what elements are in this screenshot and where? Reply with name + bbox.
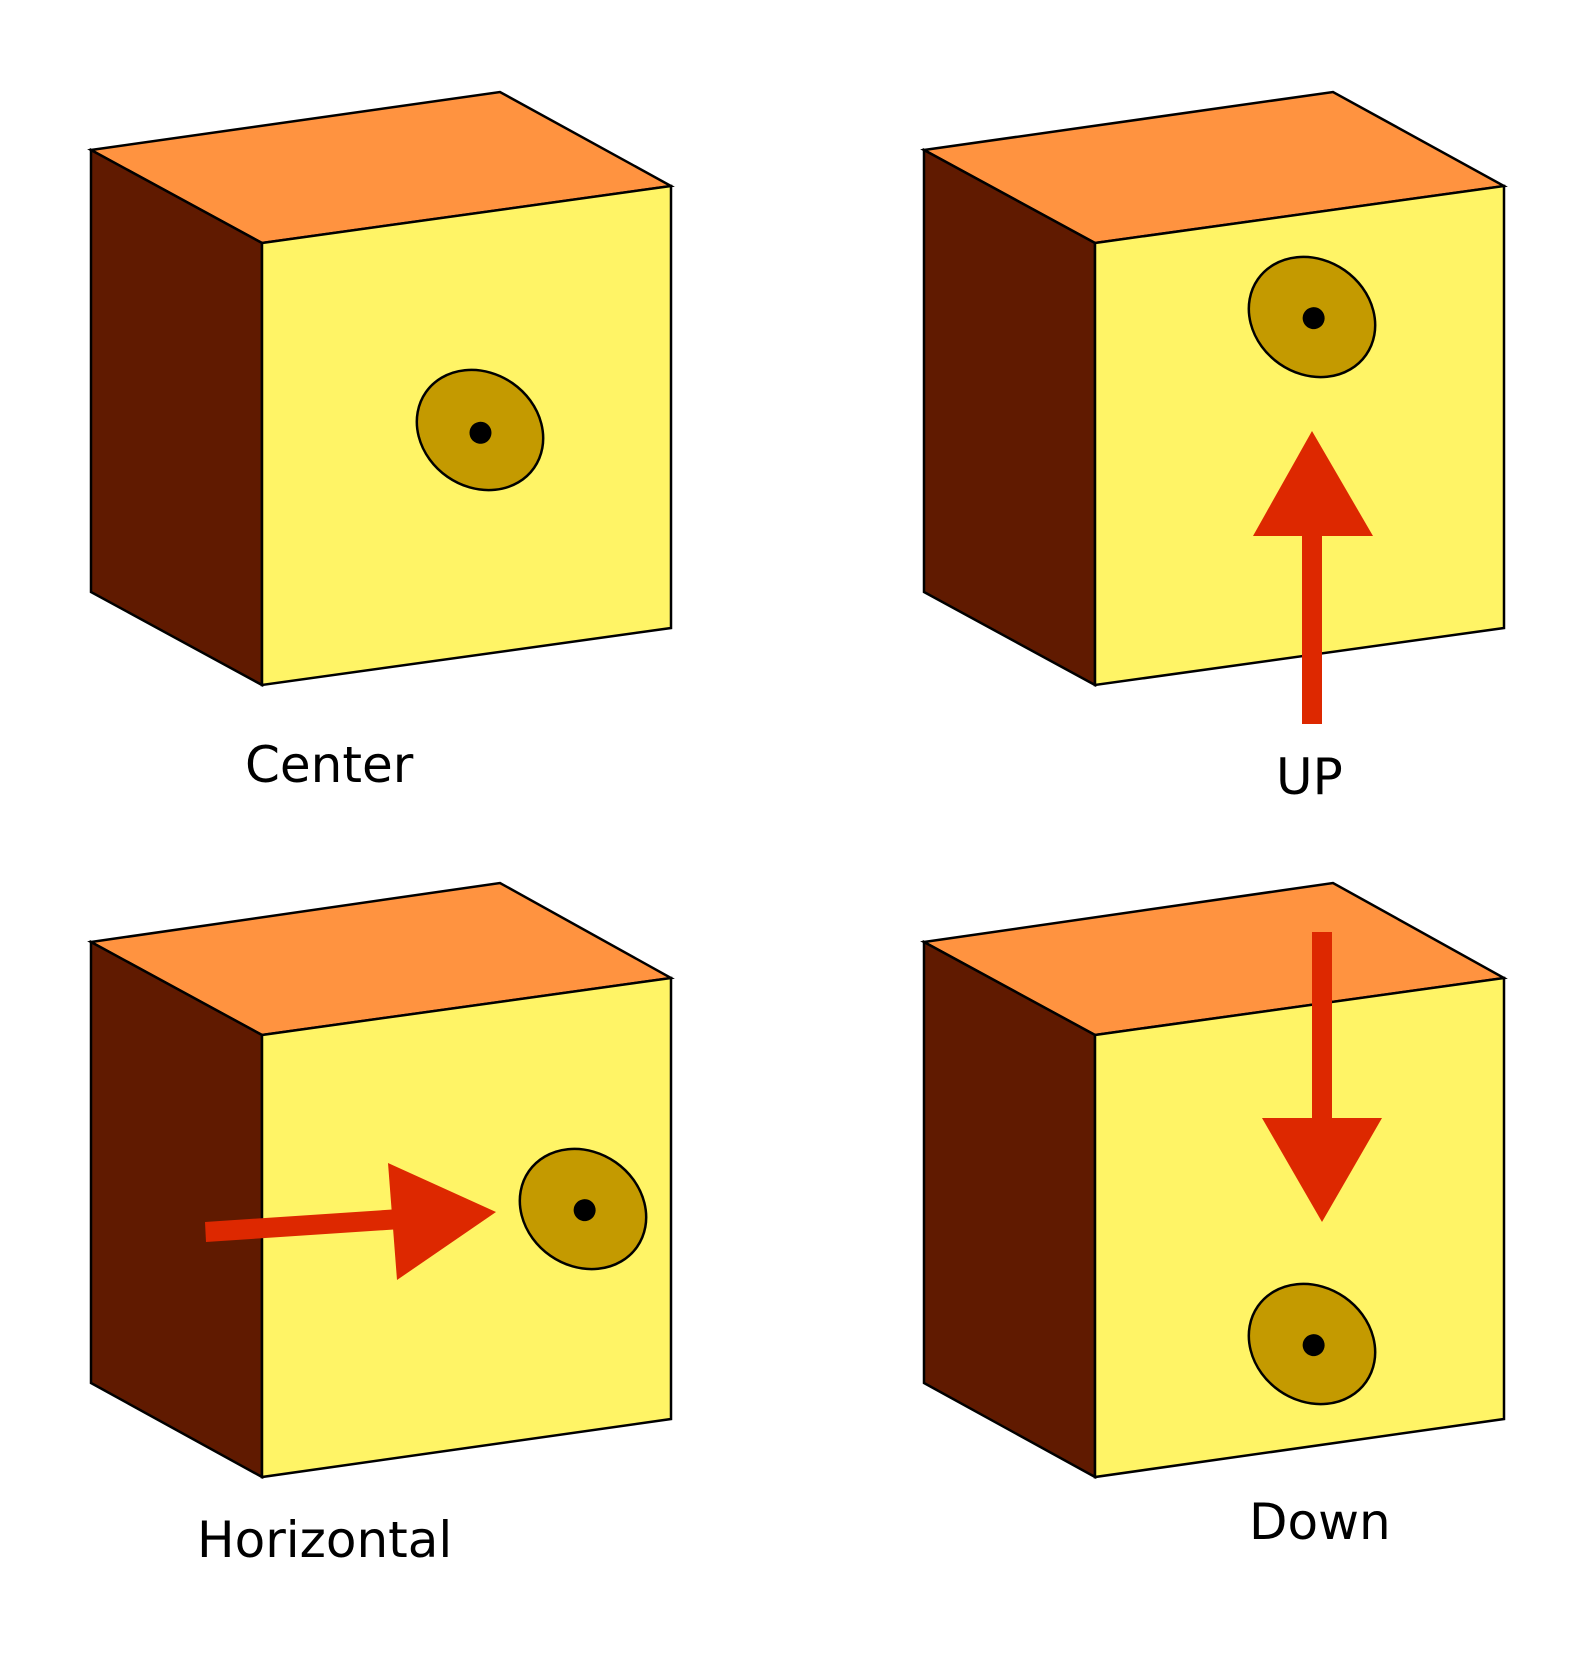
arrow-right-icon <box>205 1163 496 1280</box>
arrow-head <box>1253 431 1373 536</box>
panel-caption: UP <box>1276 748 1343 806</box>
arrow-down-icon <box>1262 932 1382 1222</box>
cube-side-face <box>922 147 1097 688</box>
hole-dot <box>1302 307 1325 330</box>
hole-disc <box>1247 255 1377 379</box>
panel-caption: Horizontal <box>197 1511 452 1569</box>
panel-down: Down <box>920 881 1508 1551</box>
hole-disc <box>518 1147 648 1271</box>
panel-caption: Center <box>245 736 414 794</box>
arrow-shaft <box>1312 932 1332 1122</box>
arrow-shaft <box>205 1209 401 1242</box>
panel-horizontal: Horizontal <box>87 881 675 1569</box>
cube <box>920 881 1508 1480</box>
panel-up: UP <box>920 90 1508 806</box>
hole-dot <box>573 1199 596 1222</box>
cube-front-face <box>1093 976 1506 1479</box>
cube <box>87 881 675 1480</box>
arrow-head <box>1262 1118 1382 1222</box>
cube-side-face <box>922 939 1097 1480</box>
cube-side-face <box>89 147 264 688</box>
arrow-shaft <box>1302 528 1322 724</box>
arrow-head <box>388 1163 496 1280</box>
panel-caption: Down <box>1249 1493 1391 1551</box>
hole-dot <box>469 421 492 444</box>
cube <box>920 90 1508 688</box>
panel-center: Center <box>87 90 675 794</box>
hole-dot <box>1302 1334 1325 1357</box>
arrow-up-icon <box>1253 431 1373 724</box>
cube-front-face <box>1093 184 1506 687</box>
cube <box>87 90 675 688</box>
cube-side-face <box>89 939 264 1480</box>
hole-disc <box>415 368 545 492</box>
